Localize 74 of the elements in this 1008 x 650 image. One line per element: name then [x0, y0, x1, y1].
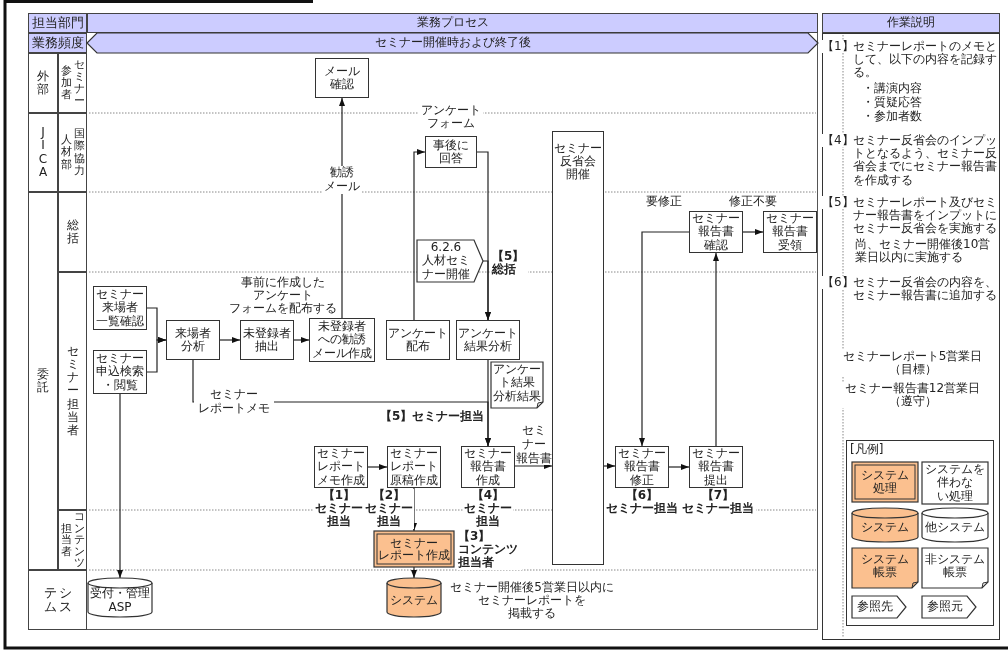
- process-box: 来場者分析: [166, 320, 220, 360]
- lane-header: 委託: [28, 192, 58, 570]
- arrow: [668, 464, 690, 470]
- database-cylinder: システム: [387, 578, 441, 617]
- column-header: 作業説明: [822, 13, 1000, 33]
- arrow: [367, 464, 388, 470]
- process-box: セミナー報告書修正: [615, 446, 669, 488]
- process-box: セミナー報告書受領: [763, 211, 817, 253]
- arrow: [293, 337, 310, 343]
- column-header: 担当部門: [28, 13, 87, 33]
- process-box: セミナー申込検索・閲覧: [93, 350, 147, 394]
- process-box: セミナー報告書提出: [689, 446, 743, 488]
- process-box: セミナー反省会開催: [552, 131, 604, 565]
- arrow: [639, 231, 690, 447]
- responsible-label: 【2】セミナー担当: [364, 489, 414, 529]
- legend-sample: システム帳票: [852, 548, 918, 588]
- process-box: メール確認: [315, 58, 369, 98]
- lane-header: JICA: [28, 113, 58, 192]
- responsible-label: 【3】コンテンツ担当者: [458, 530, 522, 570]
- row-header: 業務頻度: [28, 33, 87, 53]
- arrow: [514, 463, 553, 469]
- description-text: セミナーレポートのメモとして、以下の内容を記録する。: [853, 40, 998, 80]
- lane-header: セミナー担当者: [58, 272, 87, 510]
- annotation-text: アンケートフォーム: [419, 104, 483, 131]
- responsible-label: 【1】セミナー担当: [314, 489, 364, 529]
- arrow: [146, 337, 167, 373]
- edge-label: 勧誘メール: [322, 166, 362, 194]
- process-box: セミナーレポート原稿作成: [387, 446, 441, 488]
- arrow: [485, 359, 491, 447]
- responsible-label: 【6】セミナー担当: [604, 489, 680, 516]
- system-process-box: セミナーレポート作成: [374, 531, 454, 567]
- legend-sample: システム: [852, 508, 918, 542]
- edge-label: セミナーレポートメモ: [194, 388, 274, 416]
- description-text: セミナーレポート及びセミナー報告書をインプットにセミナー反省会を実施する: [853, 196, 998, 236]
- reference-shape: 6.2.6 人材セミナー開催: [417, 240, 483, 282]
- arrow: [482, 260, 491, 321]
- edge-label: セミナー報告書: [516, 424, 552, 466]
- responsible-label: 【7】セミナー担当: [680, 489, 756, 516]
- arrow: [117, 393, 123, 579]
- process-box: アンケート配布: [386, 320, 450, 360]
- description-text: セミナー反省会の内容を、セミナー報告書に追加する: [853, 276, 998, 303]
- process-box: セミナー報告書作成: [461, 446, 515, 488]
- responsible-label: 【5】総括: [492, 250, 528, 277]
- legend-sample: 他システム: [922, 508, 988, 542]
- lane-header: コンテンツ担当者: [58, 510, 87, 570]
- document-shape: アンケート結果分析結果: [491, 362, 543, 408]
- lane-header: 外部: [28, 53, 58, 113]
- process-box: セミナー報告書確認: [689, 211, 743, 253]
- arrow: [219, 337, 241, 343]
- arrow: [713, 252, 719, 447]
- legend-sample: システム処理: [852, 462, 918, 502]
- process-box: アンケート結果分析: [456, 320, 520, 360]
- legend-sample: 参照元: [922, 596, 976, 618]
- arrow: [603, 463, 616, 469]
- edge-label: 要修正: [643, 195, 685, 209]
- process-box: セミナーレポートメモ作成: [314, 446, 368, 488]
- timeline-band: セミナー開催時および終了後: [87, 33, 818, 53]
- process-box: セミナー来場者一覧確認: [93, 286, 147, 330]
- process-box: 未登録者への勧誘メール作成: [309, 318, 375, 362]
- responsible-label: 【4】セミナー担当: [463, 489, 513, 529]
- legend-title: [凡例]: [850, 443, 884, 457]
- legend-sample: 非システム帳票: [922, 548, 988, 588]
- arrow: [411, 566, 417, 579]
- arrow: [742, 229, 764, 235]
- description-text: セミナー反省会のインプットとなるよう、セミナー反省会までにセミナー報告書を作成する: [853, 134, 998, 187]
- process-box: 事後に回答: [425, 136, 477, 168]
- legend-sample: システムを伴わない処理: [922, 462, 988, 504]
- legend-sample: 参照先: [852, 596, 906, 618]
- process-box: 未登録者抽出: [240, 320, 294, 360]
- database-cylinder: 受付・管理 ASP: [88, 578, 152, 617]
- lane-header: 総括: [58, 192, 87, 272]
- lane-header: システム: [28, 570, 87, 630]
- arrow: [413, 149, 426, 321]
- column-header: 業務プロセス: [87, 13, 818, 33]
